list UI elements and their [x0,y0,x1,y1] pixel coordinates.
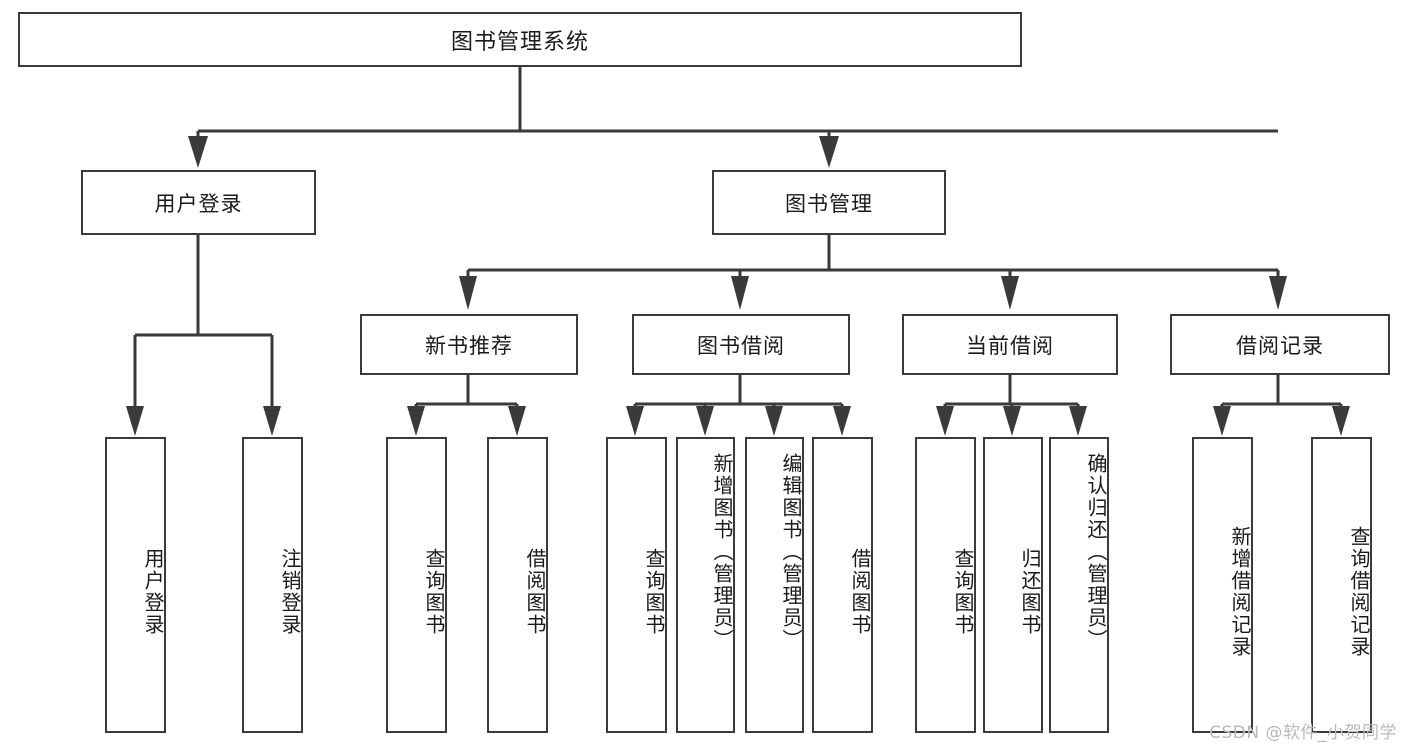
node-borrow-record[interactable]: 借阅记录 [1170,314,1390,375]
node-label: 用户登录 [154,191,243,216]
leaf-logout[interactable]: 注销登录 [242,437,303,733]
node-label: 新增借阅记录 [1228,526,1252,658]
node-root-library-system[interactable]: 图书管理系统 [18,12,1022,67]
leaf-confirm-return-admin[interactable]: 确认归还（管理员） [1049,437,1109,733]
node-label: 编辑图书（管理员） [779,453,803,651]
node-book-management[interactable]: 图书管理 [712,170,946,235]
leaf-add-borrow-record[interactable]: 新增借阅记录 [1192,437,1253,733]
node-label: 图书管理 [785,191,873,216]
leaf-borrow-book[interactable]: 借阅图书 [812,437,873,733]
watermark-text: CSDN @软件_小贺同学 [1209,723,1397,743]
node-user-login[interactable]: 用户登录 [81,170,316,235]
node-label: 查询图书 [422,548,446,636]
node-label: 借阅图书 [523,548,547,636]
node-label: 新书推荐 [425,333,513,358]
leaf-borrow-book-recommend[interactable]: 借阅图书 [487,437,548,733]
node-label: 归还图书 [1018,548,1042,636]
node-label: 确认归还（管理员） [1084,453,1108,651]
node-label: 查询图书 [951,548,975,636]
leaf-user-login[interactable]: 用户登录 [105,437,166,733]
node-label: 查询图书 [642,548,666,636]
node-label: 注销登录 [278,548,302,636]
leaf-query-book-current[interactable]: 查询图书 [915,437,976,733]
node-label: 借阅记录 [1236,333,1324,358]
leaf-add-book-admin[interactable]: 新增图书（管理员） [676,437,735,733]
leaf-query-book-borrow[interactable]: 查询图书 [606,437,667,733]
leaf-edit-book-admin[interactable]: 编辑图书（管理员） [745,437,804,733]
node-label: 当前借阅 [966,333,1054,358]
node-current-borrow[interactable]: 当前借阅 [902,314,1118,375]
leaf-query-borrow-record[interactable]: 查询借阅记录 [1311,437,1372,733]
node-label: 图书管理系统 [450,29,589,55]
leaf-query-book-recommend[interactable]: 查询图书 [386,437,447,733]
node-label: 新增图书（管理员） [710,453,734,651]
node-book-borrow[interactable]: 图书借阅 [632,314,850,375]
node-label: 借阅图书 [848,548,872,636]
node-label: 图书借阅 [697,333,785,358]
node-label: 查询借阅记录 [1347,526,1371,658]
node-label: 用户登录 [141,548,165,636]
node-new-book-recommend[interactable]: 新书推荐 [360,314,578,375]
leaf-return-book[interactable]: 归还图书 [983,437,1043,733]
